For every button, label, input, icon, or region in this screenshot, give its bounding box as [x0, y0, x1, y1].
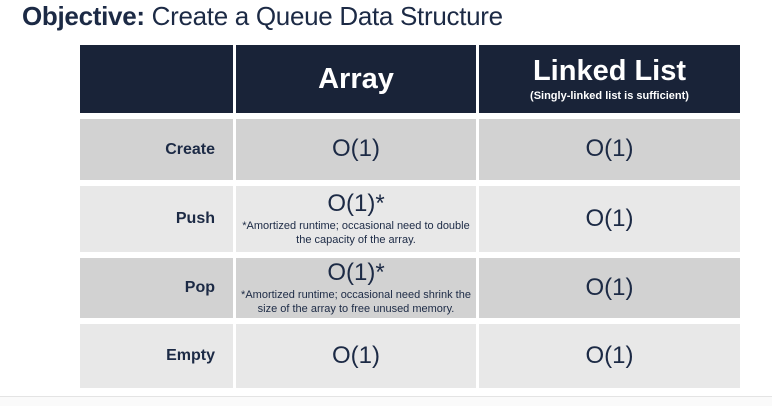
- cell-empty-linked-list: O(1): [479, 324, 740, 388]
- linked-list-header-sublabel: (Singly-linked list is sufficient): [530, 89, 689, 102]
- complexity-value: O(1): [332, 341, 380, 369]
- complexity-value: O(1): [585, 135, 634, 163]
- complexity-value: O(1)*: [327, 258, 385, 286]
- cell-create-array: O(1): [236, 119, 476, 180]
- cell-empty-array: O(1): [236, 324, 476, 388]
- column-header-linked-list: Linked List (Singly-linked list is suffi…: [479, 45, 740, 113]
- complexity-footnote: *Amortized runtime; occasional need shri…: [241, 288, 471, 316]
- complexity-value: O(1): [585, 204, 634, 232]
- row-label: Create: [165, 140, 215, 158]
- complexity-footnote: *Amortized runtime; occasional need to d…: [242, 219, 470, 247]
- cell-push-array: O(1)* *Amortized runtime; occasional nee…: [236, 186, 476, 252]
- row-label: Pop: [184, 279, 215, 296]
- complexity-value: O(1): [585, 341, 634, 369]
- complexity-value: O(1): [585, 273, 634, 301]
- slide-title-text: Create a Queue Data Structure: [144, 1, 503, 31]
- complexity-value: O(1)*: [327, 189, 385, 217]
- cell-create-linked-list: O(1): [479, 119, 740, 180]
- cell-pop-linked-list: O(1): [479, 258, 740, 318]
- row-label: Push: [175, 210, 215, 227]
- row-header-create: Create: [80, 119, 233, 180]
- linked-list-header-label: Linked List: [532, 55, 687, 88]
- cell-push-linked-list: O(1): [479, 186, 740, 252]
- slide-title: Objective: Create a Queue Data Structure: [22, 1, 503, 32]
- cell-pop-array: O(1)* *Amortized runtime; occasional nee…: [236, 258, 476, 318]
- array-header-label: Array: [318, 62, 394, 95]
- row-label: Empty: [166, 347, 215, 364]
- complexity-value: O(1): [332, 135, 380, 163]
- queue-comparison-table: Array Linked List (Singly-linked list is…: [80, 45, 740, 388]
- table-corner-cell: [80, 45, 233, 113]
- column-header-array: Array: [236, 45, 476, 113]
- slide-bottom-edge: [0, 396, 772, 406]
- row-header-push: Push: [80, 186, 233, 252]
- row-header-empty: Empty: [80, 324, 233, 388]
- row-header-pop: Pop: [80, 258, 233, 318]
- slide-title-emphasis: Objective:: [22, 1, 145, 31]
